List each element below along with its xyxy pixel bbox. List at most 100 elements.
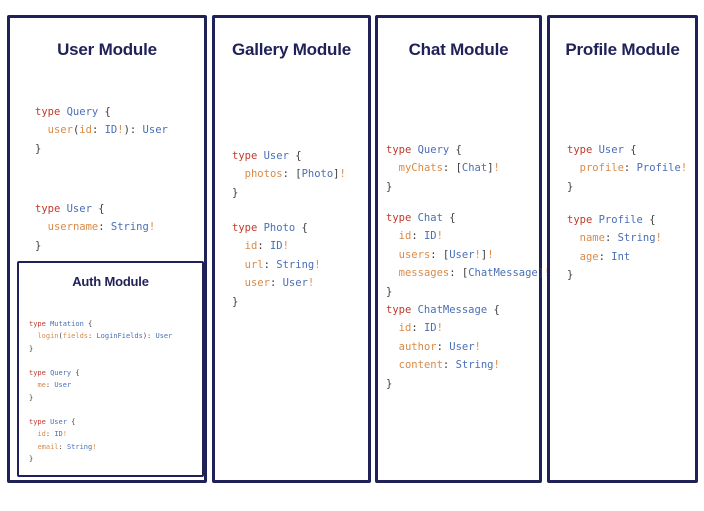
code-token: : [604, 232, 618, 245]
code-token: ID [104, 124, 118, 137]
code-token: author [398, 340, 437, 353]
code-token: User [66, 202, 92, 215]
code-token [386, 249, 399, 261]
code-block-gallery-photo: type Photo { id: ID! url: String! user: … [232, 219, 321, 312]
code-token [35, 221, 48, 233]
code-token: : [263, 258, 277, 271]
code-token [567, 162, 580, 174]
code-token: } [386, 180, 393, 193]
code-token: : [45, 430, 55, 439]
code-token: } [29, 393, 34, 402]
code-token: ID [423, 322, 437, 335]
code-token: ! [62, 430, 67, 439]
code-token: : [442, 359, 456, 372]
code-token: Query [66, 105, 99, 118]
code-token: id [37, 430, 46, 439]
code-token: } [29, 344, 34, 353]
code-token: User [263, 149, 289, 162]
code-token: } [232, 186, 239, 199]
code-token: : [269, 277, 283, 290]
code-token: : [436, 340, 450, 353]
code-block-auth-user: type User { id: ID! email: String! } [29, 416, 96, 466]
code-token: } [386, 285, 393, 298]
code-token: { [642, 213, 656, 226]
code-token: : [257, 240, 270, 253]
code-token: String [455, 359, 494, 372]
code-token: Mutation [50, 320, 84, 328]
code-token: { [91, 202, 105, 215]
code-token: Photo [263, 221, 296, 234]
code-token: ] [333, 168, 340, 181]
code-token: String [617, 232, 656, 245]
code-token: ! [474, 248, 481, 261]
panel-gallery-module[interactable]: Gallery Module type User { photos: [Phot… [212, 15, 371, 483]
code-token: : [98, 221, 111, 234]
code-token: { [442, 211, 456, 224]
code-token: User [54, 381, 72, 390]
code-block-chat-message: type ChatMessage { id: ID! author: User!… [386, 301, 500, 394]
code-token: ID [423, 230, 437, 243]
code-token: ! [307, 277, 315, 290]
code-token: : [598, 250, 612, 263]
code-token: id [398, 230, 412, 243]
code-token: : [623, 162, 637, 175]
code-token: name [579, 232, 605, 245]
code-token: ! [314, 258, 321, 271]
code-token: id [244, 240, 258, 253]
code-token: User [449, 340, 475, 353]
code-block-gallery-user: type User { photos: [Photo]! } [232, 147, 346, 203]
code-token: : [411, 230, 424, 243]
code-token: User [50, 418, 67, 426]
code-token: { [288, 149, 302, 162]
code-token [232, 277, 245, 289]
code-token: ! [680, 162, 688, 175]
code-token: { [71, 369, 80, 377]
code-token: type [35, 105, 67, 118]
code-token: User [155, 332, 173, 341]
code-token [232, 259, 245, 271]
code-token: photos [244, 168, 283, 181]
code-token: type [386, 211, 418, 224]
code-token: : [ [430, 248, 450, 261]
code-token: myChats [398, 162, 443, 175]
code-token: } [567, 269, 574, 282]
page-title-auth-module: Auth Module [72, 274, 149, 289]
panel-auth-module[interactable]: Auth Module type Mutation { login(fields… [17, 261, 204, 477]
code-token: : [411, 322, 424, 335]
code-token: { [83, 320, 93, 328]
page-title-chat-module: Chat Module [408, 40, 509, 59]
code-token: ChatMessage [468, 267, 538, 280]
code-token: type [386, 303, 418, 316]
panel-profile-module[interactable]: Profile Module type User { profile: Prof… [547, 15, 698, 483]
code-token: : [ [282, 168, 302, 181]
code-token: { [66, 418, 76, 426]
code-token: ] [487, 162, 494, 175]
page-title-gallery-module: Gallery Module [231, 40, 352, 59]
code-token [232, 240, 245, 252]
code-token: age [579, 250, 599, 263]
code-token: String [276, 258, 315, 271]
code-token: : [45, 381, 55, 390]
code-token: user [244, 277, 270, 290]
code-token: { [295, 221, 308, 234]
code-token [35, 124, 48, 136]
panel-user-module[interactable]: User Module type Query { user(id: ID!): … [7, 15, 207, 483]
code-token: login [37, 332, 59, 341]
code-token: messages [398, 267, 450, 280]
code-token: type [29, 369, 51, 377]
code-block-profile-user: type User { profile: Profile! } [567, 141, 687, 197]
code-token: type [567, 213, 599, 226]
code-block-profile-type: type Profile { name: String! age: Int } [567, 211, 662, 285]
code-token: ! [148, 221, 156, 234]
code-token [386, 230, 399, 242]
code-token: : [58, 442, 67, 451]
code-token: Profile [598, 213, 643, 226]
code-token: ChatMessage [417, 303, 488, 316]
page-title-profile-module: Profile Module [565, 40, 680, 59]
code-token: Chat [417, 211, 443, 224]
panel-chat-module[interactable]: Chat Module type Query { myChats: [Chat]… [375, 15, 550, 483]
code-token: type [29, 418, 51, 426]
code-block-auth-mutation: type Mutation { login(fields: LoginField… [29, 318, 172, 355]
code-token: ): [142, 332, 156, 341]
code-token: type [232, 149, 264, 162]
